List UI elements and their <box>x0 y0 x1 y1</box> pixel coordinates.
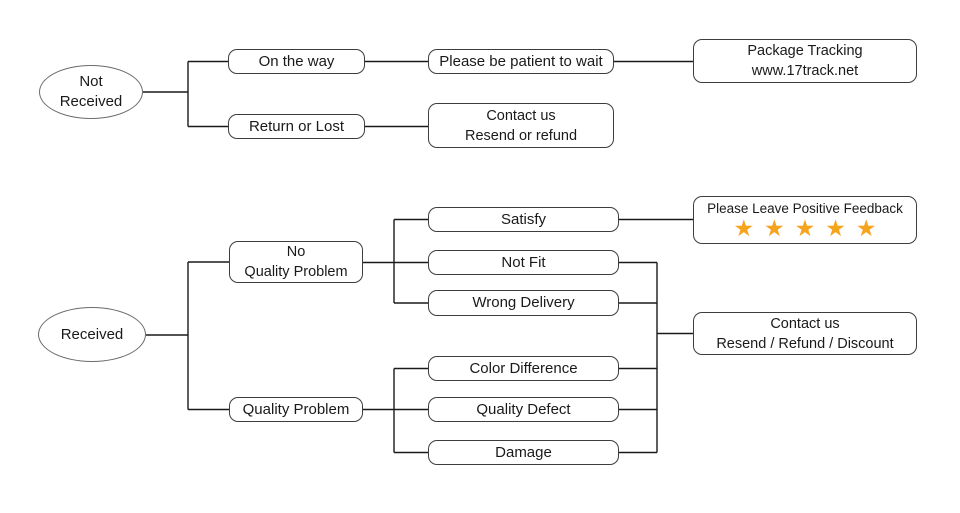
node-please-be-patient: Please be patient to wait <box>428 49 614 74</box>
node-damage-label: Damage <box>495 443 552 461</box>
node-not-received-line2: Received <box>59 93 123 110</box>
node-please-be-patient-label: Please be patient to wait <box>439 52 603 70</box>
node-no-quality-problem: No Quality Problem <box>229 241 363 283</box>
node-color-difference: Color Difference <box>428 356 619 381</box>
node-contact-received-line2: Resend / Refund / Discount <box>716 335 894 352</box>
node-package-tracking: Package Tracking www.17track.net <box>693 39 917 83</box>
node-quality-defect-label: Quality Defect <box>476 400 571 418</box>
node-damage: Damage <box>428 440 619 465</box>
node-not-received-line1: Not <box>79 73 103 91</box>
five-star-rating-icon: ★★★★★ <box>733 215 887 242</box>
node-received: Received <box>38 307 146 362</box>
node-positive-feedback-label: Please Leave Positive Feedback <box>707 200 903 216</box>
node-not-received: Not Received <box>39 65 143 119</box>
node-quality-problem: Quality Problem <box>229 397 363 422</box>
node-contact-received-line1: Contact us <box>770 315 840 332</box>
node-satisfy: Satisfy <box>428 207 619 232</box>
node-contact-us-resend-refund: Contact us Resend or refund <box>428 103 614 148</box>
node-no-quality-problem-line2: Quality Problem <box>244 264 348 280</box>
node-return-or-lost: Return or Lost <box>228 114 365 139</box>
node-package-tracking-url: www.17track.net <box>751 63 859 79</box>
node-contact-us-resend-refund-discount: Contact us Resend / Refund / Discount <box>693 312 917 355</box>
node-no-quality-problem-line1: No <box>286 244 306 260</box>
node-quality-defect: Quality Defect <box>428 397 619 422</box>
node-contact-us-line1: Contact us <box>486 107 556 124</box>
node-quality-problem-label: Quality Problem <box>242 400 350 418</box>
node-package-tracking-line1: Package Tracking <box>747 43 863 59</box>
node-return-or-lost-label: Return or Lost <box>248 117 345 135</box>
node-not-fit-label: Not Fit <box>501 253 546 271</box>
node-color-difference-label: Color Difference <box>469 359 578 377</box>
node-contact-us-line2: Resend or refund <box>464 127 578 144</box>
node-wrong-delivery: Wrong Delivery <box>428 290 619 316</box>
node-received-label: Received <box>60 325 124 343</box>
node-not-fit: Not Fit <box>428 250 619 275</box>
node-positive-feedback: Please Leave Positive Feedback ★★★★★ <box>693 196 917 244</box>
node-satisfy-label: Satisfy <box>500 210 546 228</box>
node-on-the-way: On the way <box>228 49 365 74</box>
node-wrong-delivery-label: Wrong Delivery <box>472 294 575 312</box>
node-on-the-way-label: On the way <box>258 52 335 70</box>
